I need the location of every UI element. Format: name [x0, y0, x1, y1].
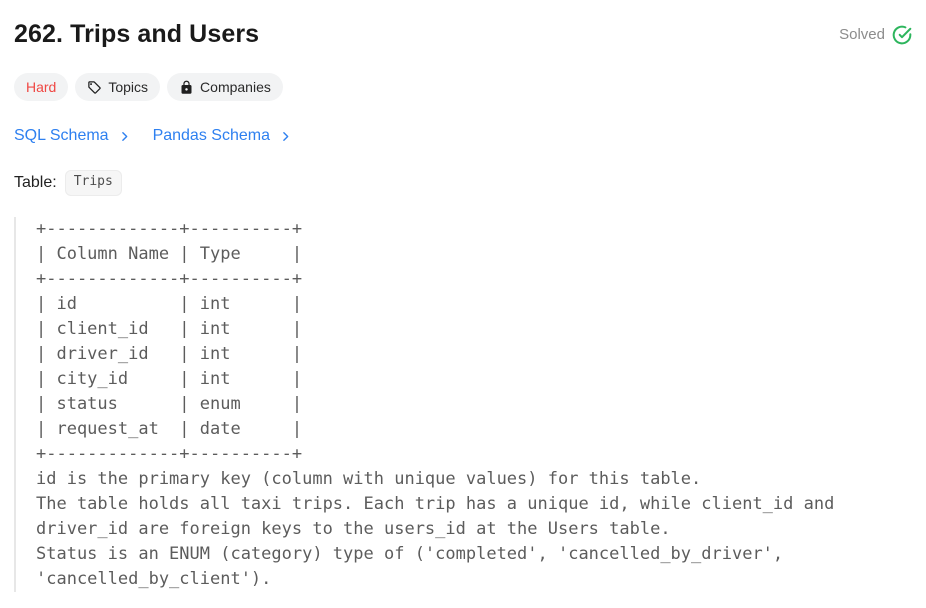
- table-name-chip: Trips: [64, 170, 122, 196]
- page-title: 262. Trips and Users: [14, 20, 260, 48]
- table-label: Table:: [14, 173, 57, 191]
- schema-links-row: SQL Schema Pandas Schema: [14, 127, 912, 145]
- check-circle-icon: [892, 25, 912, 45]
- chevron-right-icon: [118, 130, 131, 143]
- table-name-row: Table: Trips: [14, 170, 912, 196]
- pandas-schema-label: Pandas Schema: [152, 127, 270, 144]
- lock-icon: [179, 80, 194, 95]
- topics-label: Topics: [108, 79, 149, 95]
- companies-button[interactable]: Companies: [167, 73, 283, 101]
- sql-schema-label: SQL Schema: [14, 127, 109, 144]
- companies-label: Companies: [200, 79, 271, 95]
- schema-block: +-------------+----------+ | Column Name…: [14, 216, 912, 592]
- solved-status[interactable]: Solved: [839, 25, 912, 45]
- pandas-schema-link[interactable]: Pandas Schema: [153, 127, 292, 145]
- sql-schema-link[interactable]: SQL Schema: [14, 127, 131, 145]
- tag-icon: [87, 80, 102, 95]
- topics-button[interactable]: Topics: [75, 73, 161, 101]
- difficulty-badge[interactable]: Hard: [14, 73, 69, 101]
- tag-row: Hard Topics Companies: [14, 73, 912, 101]
- problem-header: 262. Trips and Users Solved: [14, 20, 912, 49]
- solved-label: Solved: [839, 26, 885, 43]
- chevron-right-icon: [279, 130, 292, 143]
